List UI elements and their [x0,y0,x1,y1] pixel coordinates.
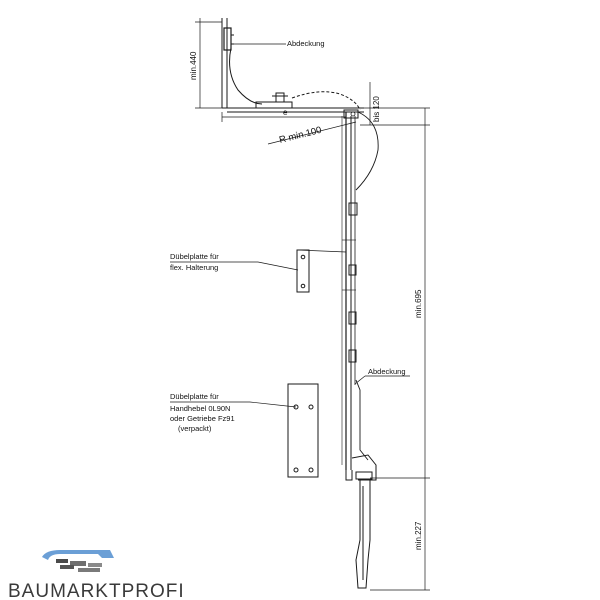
label-duebel-flex-1: Dübelplatte für [170,252,219,261]
dim-min440: min.440 [189,51,198,80]
baumarktprofi-logo: BAUMARKTPROFI [8,550,185,600]
duebel-plate-handhebel [287,383,319,478]
top-mount [221,18,364,113]
label-abdeckung-bottom: Abdeckung [368,367,406,376]
dim-min227: min.227 [414,521,423,550]
label-duebel-hand-2: Handhebel 0L90N [170,404,230,413]
label-abdeckung-top: Abdeckung [287,39,325,48]
leader-lines [170,43,410,408]
label-duebel-hand-3: oder Getriebe Fz91 [170,414,235,423]
duebel-plate-flex [296,249,310,293]
dim-bis120: bis 120 [372,96,381,122]
dim-min695: min.695 [414,289,423,318]
label-duebel-hand-4: (verpackt) [178,424,212,433]
dimension-lines [195,18,430,591]
bottom-gear [345,454,377,589]
dim-e: e [283,108,288,117]
label-duebel-hand-1: Dübelplatte für [170,392,219,401]
logo-brand-text: BAUMARKTPROFI [8,581,185,600]
main-rod [341,109,379,470]
dim-radius: R min.100 [278,125,323,146]
label-duebel-flex-2: flex. Halterung [170,263,218,272]
